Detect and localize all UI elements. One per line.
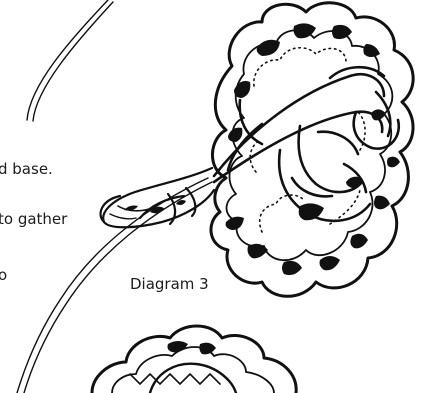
diagram-caption: Diagram 3 <box>130 275 209 293</box>
body-text-fragment: to gather <box>0 210 67 228</box>
lace-outline <box>211 3 413 296</box>
body-text-fragment: o <box>0 266 7 284</box>
upper-stem <box>27 0 113 121</box>
second-motif <box>92 326 296 393</box>
rose-bud <box>101 168 214 227</box>
body-text-fragment: d base. <box>0 160 53 178</box>
